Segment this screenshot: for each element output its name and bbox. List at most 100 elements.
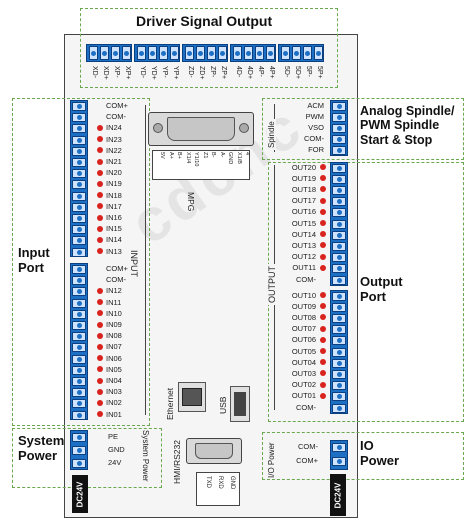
terminal-pin — [303, 46, 312, 60]
terminal-label: IN20 — [106, 168, 122, 178]
system-power-badge-text: DC24V — [75, 481, 85, 507]
terminal-pin — [72, 158, 86, 167]
terminal-label: IN12 — [106, 286, 122, 296]
status-led — [97, 158, 103, 165]
terminal-pin — [72, 102, 86, 111]
terminal-pin — [72, 354, 86, 364]
terminal-label: COM- — [296, 274, 316, 284]
analog-spindle-title-line3: Start & Stop — [360, 132, 433, 147]
terminal-label: COM+ — [296, 455, 318, 465]
driver-terminal-label: XP+ — [124, 66, 131, 80]
driver-terminal-block-2 — [134, 44, 180, 62]
usb-label: USB — [218, 396, 228, 414]
driver-terminal-label: ZD+ — [198, 66, 205, 80]
terminal-pin — [332, 325, 346, 335]
terminal-label: IN07 — [106, 342, 122, 352]
terminal-pin — [72, 388, 86, 398]
status-led — [97, 147, 103, 154]
terminal-pin — [72, 399, 86, 409]
terminal-pin — [72, 265, 86, 274]
status-led — [97, 287, 103, 294]
terminal-label: OUT02 — [291, 380, 316, 390]
terminal-pin — [332, 313, 346, 323]
status-led — [320, 231, 326, 238]
terminal-pin — [332, 219, 346, 229]
io-power-frame — [262, 432, 464, 480]
terminal-label: PE — [108, 431, 119, 441]
terminal-pin — [332, 253, 346, 263]
terminal-pin — [332, 230, 346, 240]
driver-terminal-label: XD+ — [102, 66, 109, 80]
terminal-label: IN15 — [106, 224, 122, 234]
terminal-label: OUT09 — [291, 301, 316, 311]
input-section-label: INPUT — [129, 248, 139, 279]
status-led — [320, 186, 326, 193]
status-led — [320, 208, 326, 215]
analog-spindle-title: Analog Spindle/ PWM Spindle Start & Stop — [360, 104, 454, 147]
terminal-pin — [332, 381, 346, 391]
terminal-pin — [72, 321, 86, 330]
terminal-label: IN13 — [106, 246, 122, 256]
terminal-pin — [72, 276, 86, 286]
terminal-label: OUT03 — [291, 368, 316, 378]
driver-terminal-label: XP- — [113, 66, 120, 78]
terminal-label: IN17 — [106, 201, 122, 211]
status-led — [320, 242, 326, 249]
terminal-label: GND — [108, 444, 125, 454]
hmi-pin-label: RXD — [217, 476, 223, 489]
terminal-label: IN24 — [106, 123, 122, 133]
io-power-terminal-block — [330, 440, 348, 470]
status-led — [320, 303, 326, 310]
terminal-label: IN06 — [106, 353, 122, 363]
terminal-pin — [72, 247, 86, 257]
terminal-label: OUT10 — [291, 290, 316, 300]
terminal-pin — [332, 347, 346, 357]
mpg-pin-label: X1/B — [235, 152, 242, 164]
status-led — [97, 192, 103, 199]
system-power-title: System Power — [18, 433, 64, 464]
output-port-title-line2: Port — [360, 288, 386, 304]
driver-terminal-label: YD- — [139, 66, 146, 79]
terminal-pin — [233, 46, 242, 60]
terminal-pin — [244, 46, 253, 60]
status-led — [97, 225, 103, 232]
terminal-pin — [100, 46, 109, 60]
terminal-label: OUT04 — [291, 357, 316, 367]
terminal-pin — [332, 145, 346, 155]
terminal-pin — [72, 287, 86, 297]
hmi-connector[interactable] — [186, 438, 242, 464]
terminal-pin — [72, 169, 86, 179]
mpg-connector[interactable] — [148, 112, 254, 146]
status-led — [320, 348, 326, 354]
terminal-pin — [72, 432, 86, 442]
mpg-pin-label: GND — [227, 152, 233, 165]
status-led — [97, 310, 103, 317]
status-led — [97, 388, 103, 395]
input-terminal-block-upper — [70, 100, 88, 257]
terminal-label: IN21 — [106, 157, 122, 166]
terminal-pin — [89, 46, 98, 60]
hmi-socket — [195, 443, 233, 459]
status-led — [97, 411, 103, 418]
driver-signal-frame — [80, 8, 338, 88]
mpg-screw-left — [153, 123, 163, 133]
terminal-pin — [159, 46, 168, 60]
spindle-terminal-block — [330, 100, 348, 156]
status-led — [97, 399, 103, 406]
mpg-pin-label: 4 — [244, 152, 250, 156]
terminal-label: IN11 — [106, 297, 122, 307]
driver-signal-output-title: Driver Signal Output — [136, 13, 273, 29]
analog-spindle-title-line1: Analog Spindle/ — [360, 104, 455, 118]
io-power-dc24v-badge: DC24V — [330, 474, 346, 516]
terminal-pin — [332, 442, 346, 452]
mpg-pin-label: 5V — [159, 152, 165, 159]
status-led — [320, 292, 326, 298]
terminal-pin — [207, 46, 216, 60]
terminal-pin — [332, 208, 346, 218]
status-led — [97, 332, 103, 339]
terminal-pin — [332, 185, 346, 195]
terminal-pin — [332, 369, 346, 379]
terminal-pin — [332, 197, 346, 207]
terminal-pin — [332, 134, 346, 144]
terminal-label: IN19 — [106, 179, 122, 189]
